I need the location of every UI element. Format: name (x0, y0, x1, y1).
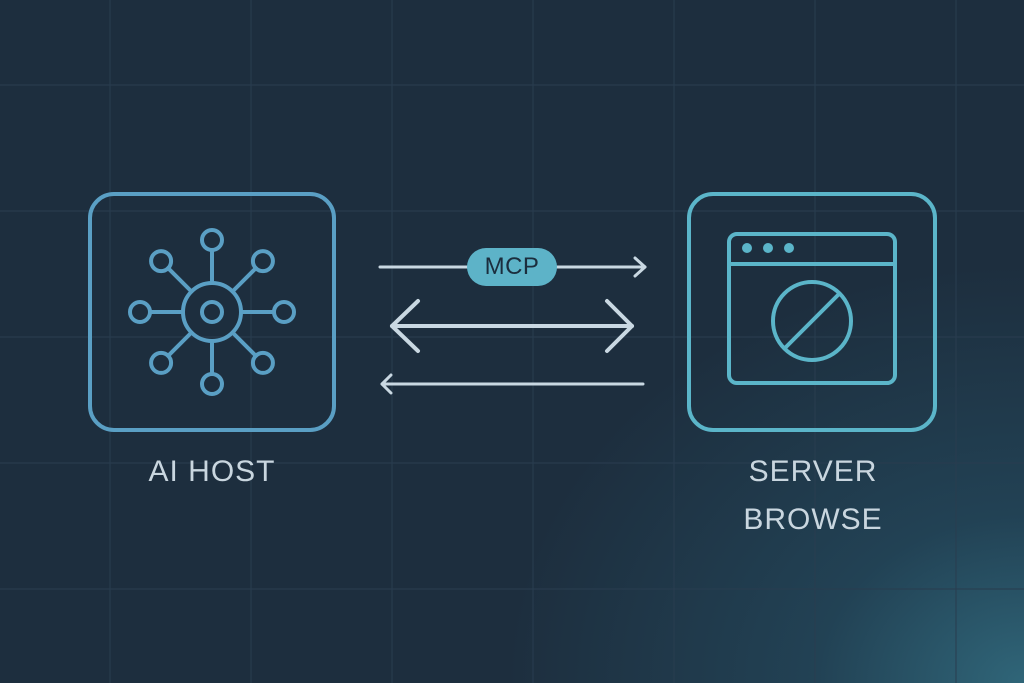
window-dot-3 (784, 243, 794, 253)
request-arrow-head (633, 256, 647, 278)
bidirectional-arrow-head-left (390, 299, 420, 353)
hub-satellite-node (250, 350, 275, 375)
hub-satellite-node (128, 300, 152, 324)
hub-satellite-node (149, 350, 174, 375)
edge-response (380, 373, 645, 395)
server-label-line-2: BROWSE (743, 503, 883, 536)
hub-spoke (230, 330, 258, 358)
ai-host-label: AI HOST (148, 455, 276, 488)
hub-core-ring (181, 281, 243, 343)
hub-satellite-node (272, 300, 296, 324)
hub-satellite-node (200, 372, 224, 396)
hub-satellite-node (200, 228, 224, 252)
hub-satellite-node (149, 249, 174, 274)
network-hub-icon (128, 228, 296, 396)
mcp-protocol-badge: MCP (467, 248, 557, 286)
hub-spoke (166, 330, 194, 358)
server-browse-node (687, 192, 937, 432)
bidirectional-arrow-head-right (605, 299, 634, 353)
server-box (687, 192, 937, 432)
browser-window-frame (727, 232, 897, 385)
hub-satellite-node (250, 249, 275, 274)
ai-host-node (88, 192, 336, 432)
ai-host-box (88, 192, 336, 432)
edge-bidirectional (390, 299, 634, 353)
response-arrow-head (380, 373, 393, 395)
browser-blocked-icon (727, 232, 897, 385)
block-circle-icon (771, 280, 853, 362)
hub-spoke (230, 266, 258, 294)
block-slash-icon (783, 292, 841, 350)
server-label-line-1: SERVER (748, 455, 878, 488)
hub-core-center (200, 300, 224, 324)
hub-spoke (166, 266, 194, 294)
window-dot-1 (742, 243, 752, 253)
window-dot-2 (763, 243, 773, 253)
